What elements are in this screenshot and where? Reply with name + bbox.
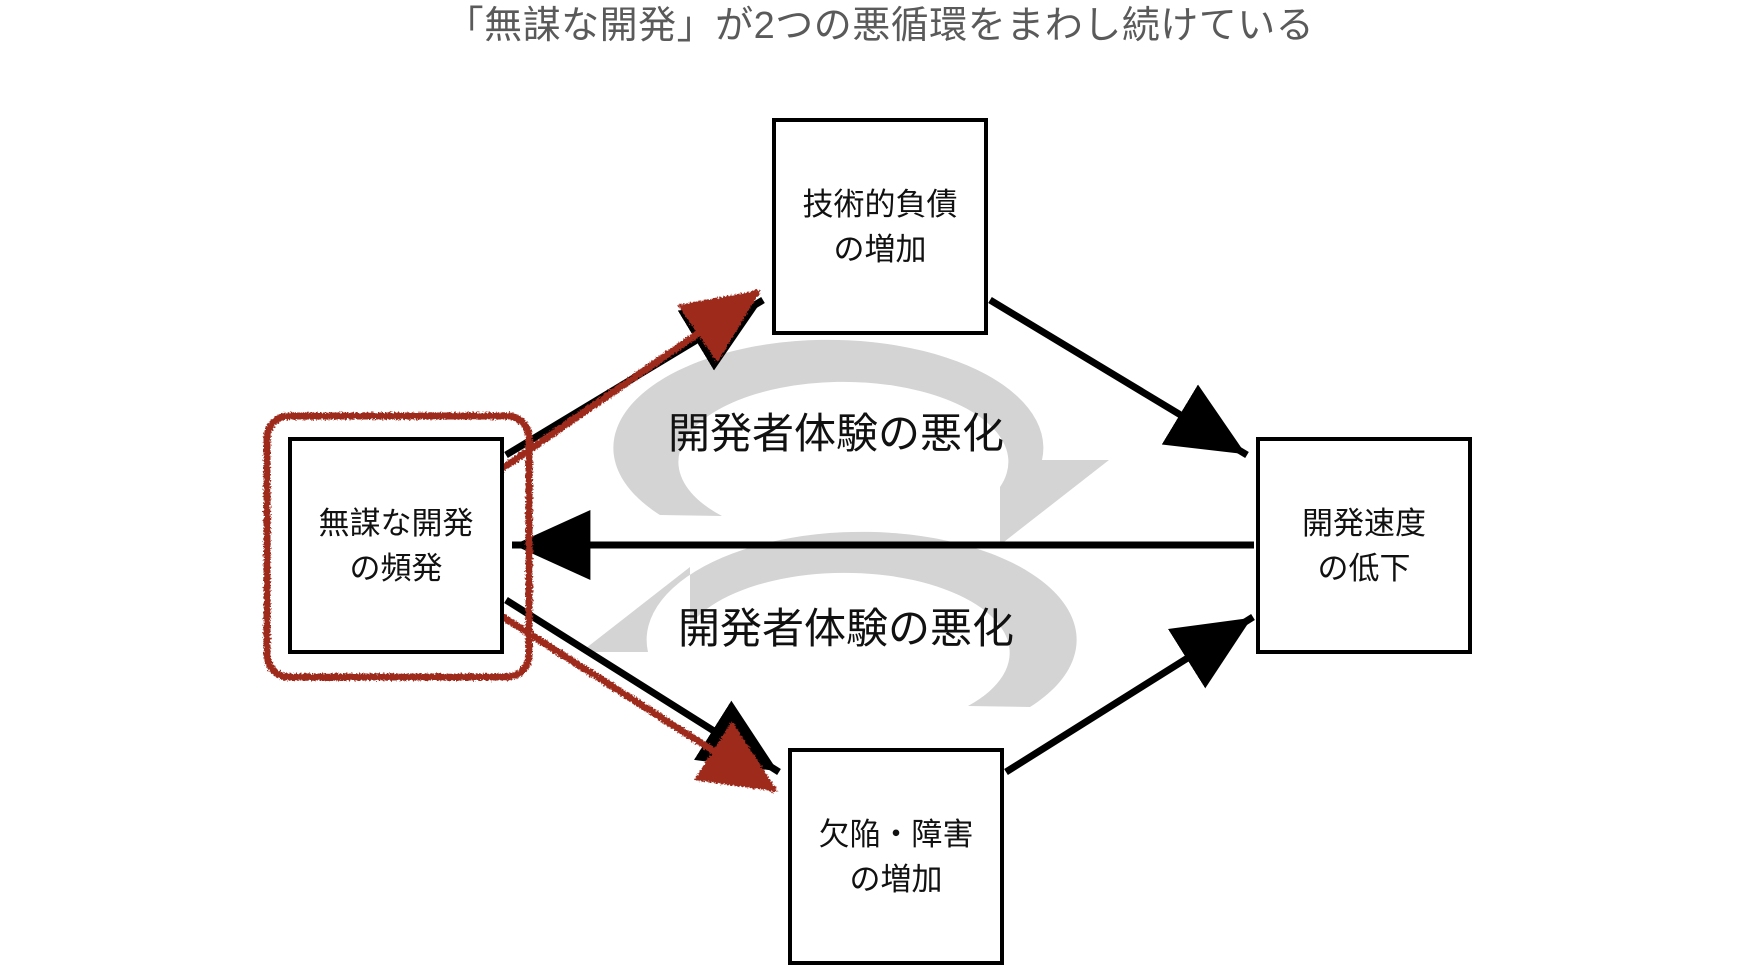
edge-defects-to-speed [1004, 614, 1255, 775]
node-tech-debt-line1: 技術的負債 [802, 186, 958, 222]
rash-to-defects-annotation [498, 612, 778, 793]
rash-dev-highlight-annotation [263, 412, 533, 681]
annotation-layer [263, 289, 778, 793]
edge-tech-to-speed [988, 297, 1249, 458]
node-rash-development-line2: の頻発 [349, 550, 443, 586]
cycle-arrow-lower [581, 531, 1077, 707]
cycle-label-upper: 開発者体験の悪化 [668, 410, 1005, 457]
cycle-arrow-upper [613, 339, 1109, 545]
node-defects-line1: 欠陥・障害 [818, 816, 974, 852]
node-tech-debt[interactable]: 技術的負債 の増加 [772, 118, 988, 335]
node-dev-speed-line1: 開発速度 [1302, 505, 1426, 541]
rash-to-tech-annotation [498, 289, 761, 473]
page-title: 「無謀な開発」が2つの悪循環をまわし続けている [445, 5, 1315, 47]
node-dev-speed[interactable]: 開発速度 の低下 [1256, 437, 1472, 654]
node-defects[interactable]: 欠陥・障害 の増加 [788, 748, 1004, 965]
node-dev-speed-line2: の低下 [1317, 550, 1411, 586]
cycle-label-lower: 開発者体験の悪化 [678, 605, 1015, 652]
node-rash-development-line1: 無謀な開発 [318, 505, 474, 541]
node-rash-development[interactable]: 無謀な開発 の頻発 [288, 437, 504, 654]
node-tech-debt-line2: の増加 [833, 231, 927, 267]
node-defects-line2: の増加 [849, 861, 943, 897]
